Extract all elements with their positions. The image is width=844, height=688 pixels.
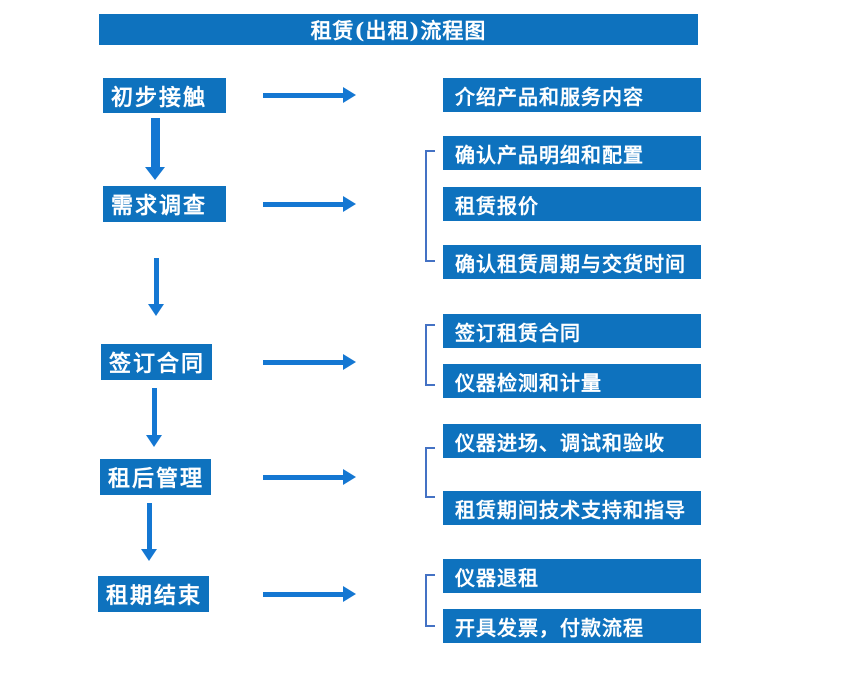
output-instrument-testing: 仪器检测和计量 bbox=[443, 364, 701, 398]
bracket-post-rental-outputs bbox=[425, 447, 435, 498]
output-confirm-period-delivery: 确认租赁周期与交货时间 bbox=[443, 245, 701, 279]
bracket-rental-end-outputs bbox=[425, 574, 435, 627]
flow-arrow-right-5-icon bbox=[263, 586, 356, 602]
stage-post-rental-management: 租后管理 bbox=[100, 459, 211, 495]
flow-arrow-right-1-icon bbox=[263, 87, 356, 103]
bracket-sign-contract-outputs bbox=[425, 324, 435, 386]
output-sign-rental-contract: 签订租赁合同 bbox=[443, 314, 701, 348]
output-instrument-setup-acceptance: 仪器进场、调试和验收 bbox=[443, 424, 701, 458]
stage-rental-end: 租期结束 bbox=[98, 576, 209, 612]
stage-sign-contract: 签订合同 bbox=[101, 344, 212, 380]
stage-initial-contact: 初步接触 bbox=[103, 78, 226, 113]
output-technical-support: 租赁期间技术支持和指导 bbox=[443, 491, 701, 525]
output-introduce-products-services: 介绍产品和服务内容 bbox=[443, 78, 701, 112]
output-invoice-payment: 开具发票，付款流程 bbox=[443, 609, 701, 643]
output-rental-quotation: 租赁报价 bbox=[443, 187, 701, 221]
flowchart-title: 租赁(出租)流程图 bbox=[99, 14, 698, 45]
stage-demand-survey: 需求调查 bbox=[103, 186, 226, 222]
flow-arrow-right-3-icon bbox=[263, 354, 356, 370]
output-instrument-return: 仪器退租 bbox=[443, 559, 701, 593]
output-confirm-product-details: 确认产品明细和配置 bbox=[443, 136, 701, 170]
flow-arrow-right-2-icon bbox=[263, 196, 356, 212]
flow-arrow-right-4-icon bbox=[263, 469, 356, 485]
bracket-demand-survey-outputs bbox=[425, 150, 435, 262]
